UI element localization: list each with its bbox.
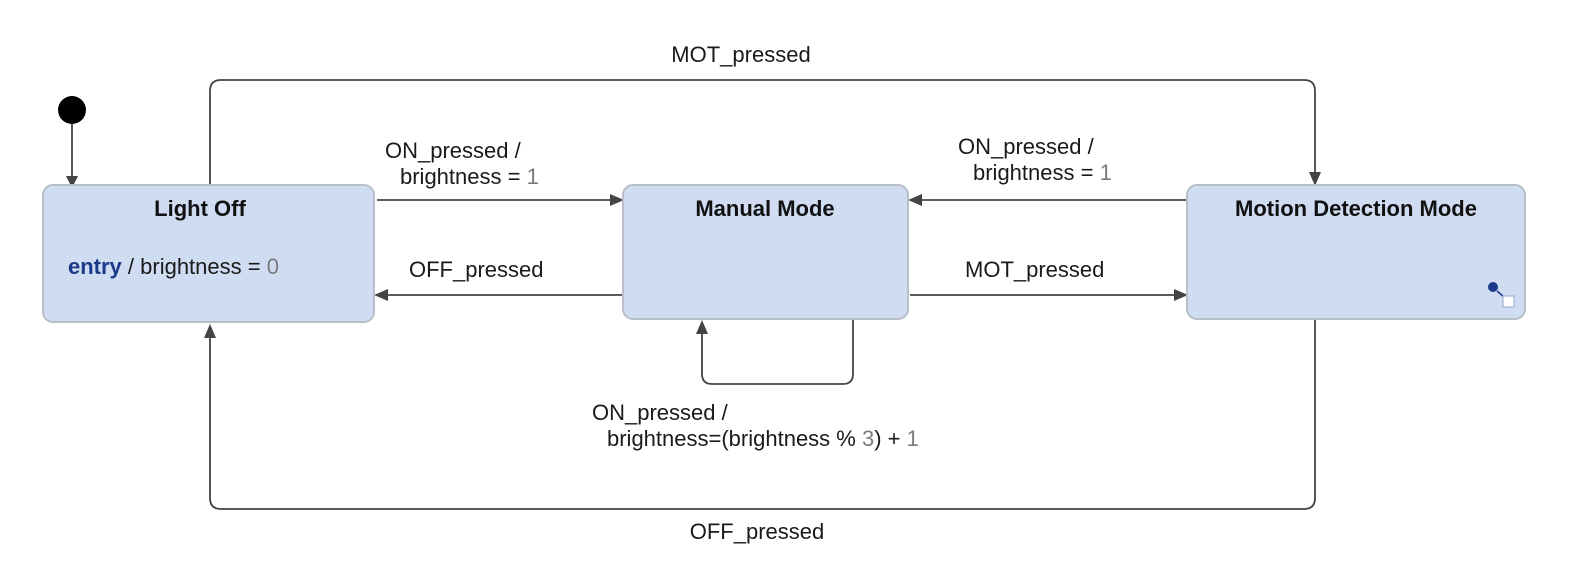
entry-keyword: entry [68, 254, 123, 279]
transition-manual-to-motion-label: MOT_pressed [965, 257, 1104, 282]
transition-off-to-manual-action: brightness = [400, 164, 527, 189]
transition-motion-to-manual-action: brightness = [973, 160, 1100, 185]
transition-motion-to-manual-arrowhead [908, 194, 922, 206]
transition-motion-to-off-arrowhead [204, 324, 216, 338]
transition-manual-self-action-a: brightness=(brightness % [607, 426, 862, 451]
entry-value: 0 [267, 254, 279, 279]
transition-manual-self-action-b: ) + [874, 426, 906, 451]
transition-off-to-motion-arrowhead [1309, 172, 1321, 186]
state-manual-mode[interactable]: Manual Mode [622, 184, 909, 320]
transition-motion-to-off-label: OFF_pressed [690, 519, 825, 544]
transition-off-to-motion-label: MOT_pressed [671, 42, 810, 67]
transition-off-to-motion-line[interactable] [209, 79, 1316, 186]
entry-action: / brightness = [122, 254, 267, 279]
state-light-off[interactable]: Light Off entry / brightness = 0 [42, 184, 375, 323]
transition-manual-to-off-arrowhead [374, 289, 388, 301]
transition-off-to-manual-value: 1 [527, 164, 539, 189]
state-motion-detection-mode-box[interactable] [1186, 184, 1526, 320]
initial-transition-arrowhead [66, 176, 78, 188]
state-motion-detection-mode-title: Motion Detection Mode [1235, 196, 1477, 221]
transition-manual-self-label-line2: brightness=(brightness % 3) + 1 [607, 426, 919, 451]
initial-node-icon [58, 96, 86, 124]
transition-manual-self-mod: 3 [862, 426, 874, 451]
transition-manual-self-label-line1: ON_pressed / [592, 400, 729, 425]
state-light-off-title: Light Off [154, 196, 246, 221]
state-light-off-entry: entry / brightness = 0 [68, 254, 279, 279]
transition-off-to-manual-label-line1: ON_pressed / [385, 138, 522, 163]
transition-motion-to-manual-value: 1 [1100, 160, 1112, 185]
state-motion-detection-mode[interactable]: Motion Detection Mode [1186, 184, 1526, 320]
transition-manual-to-motion-arrowhead [1174, 289, 1188, 301]
state-light-off-box[interactable] [42, 184, 375, 323]
transition-manual-to-off-label: OFF_pressed [409, 257, 544, 282]
transition-off-to-manual-arrowhead [610, 194, 624, 206]
transition-motion-to-manual-label-line2: brightness = 1 [973, 160, 1112, 185]
transition-off-to-manual-label-line2: brightness = 1 [400, 164, 539, 189]
transition-manual-self-line[interactable] [701, 320, 854, 385]
transition-motion-to-manual-label-line1: ON_pressed / [958, 134, 1095, 159]
transition-manual-self-add: 1 [907, 426, 919, 451]
composite-state-icon[interactable] [1488, 282, 1515, 308]
state-manual-mode-box[interactable] [622, 184, 909, 320]
transition-motion-to-off-line[interactable] [209, 320, 1316, 510]
state-manual-mode-title: Manual Mode [695, 196, 834, 221]
transition-manual-self-arrowhead [696, 320, 708, 334]
